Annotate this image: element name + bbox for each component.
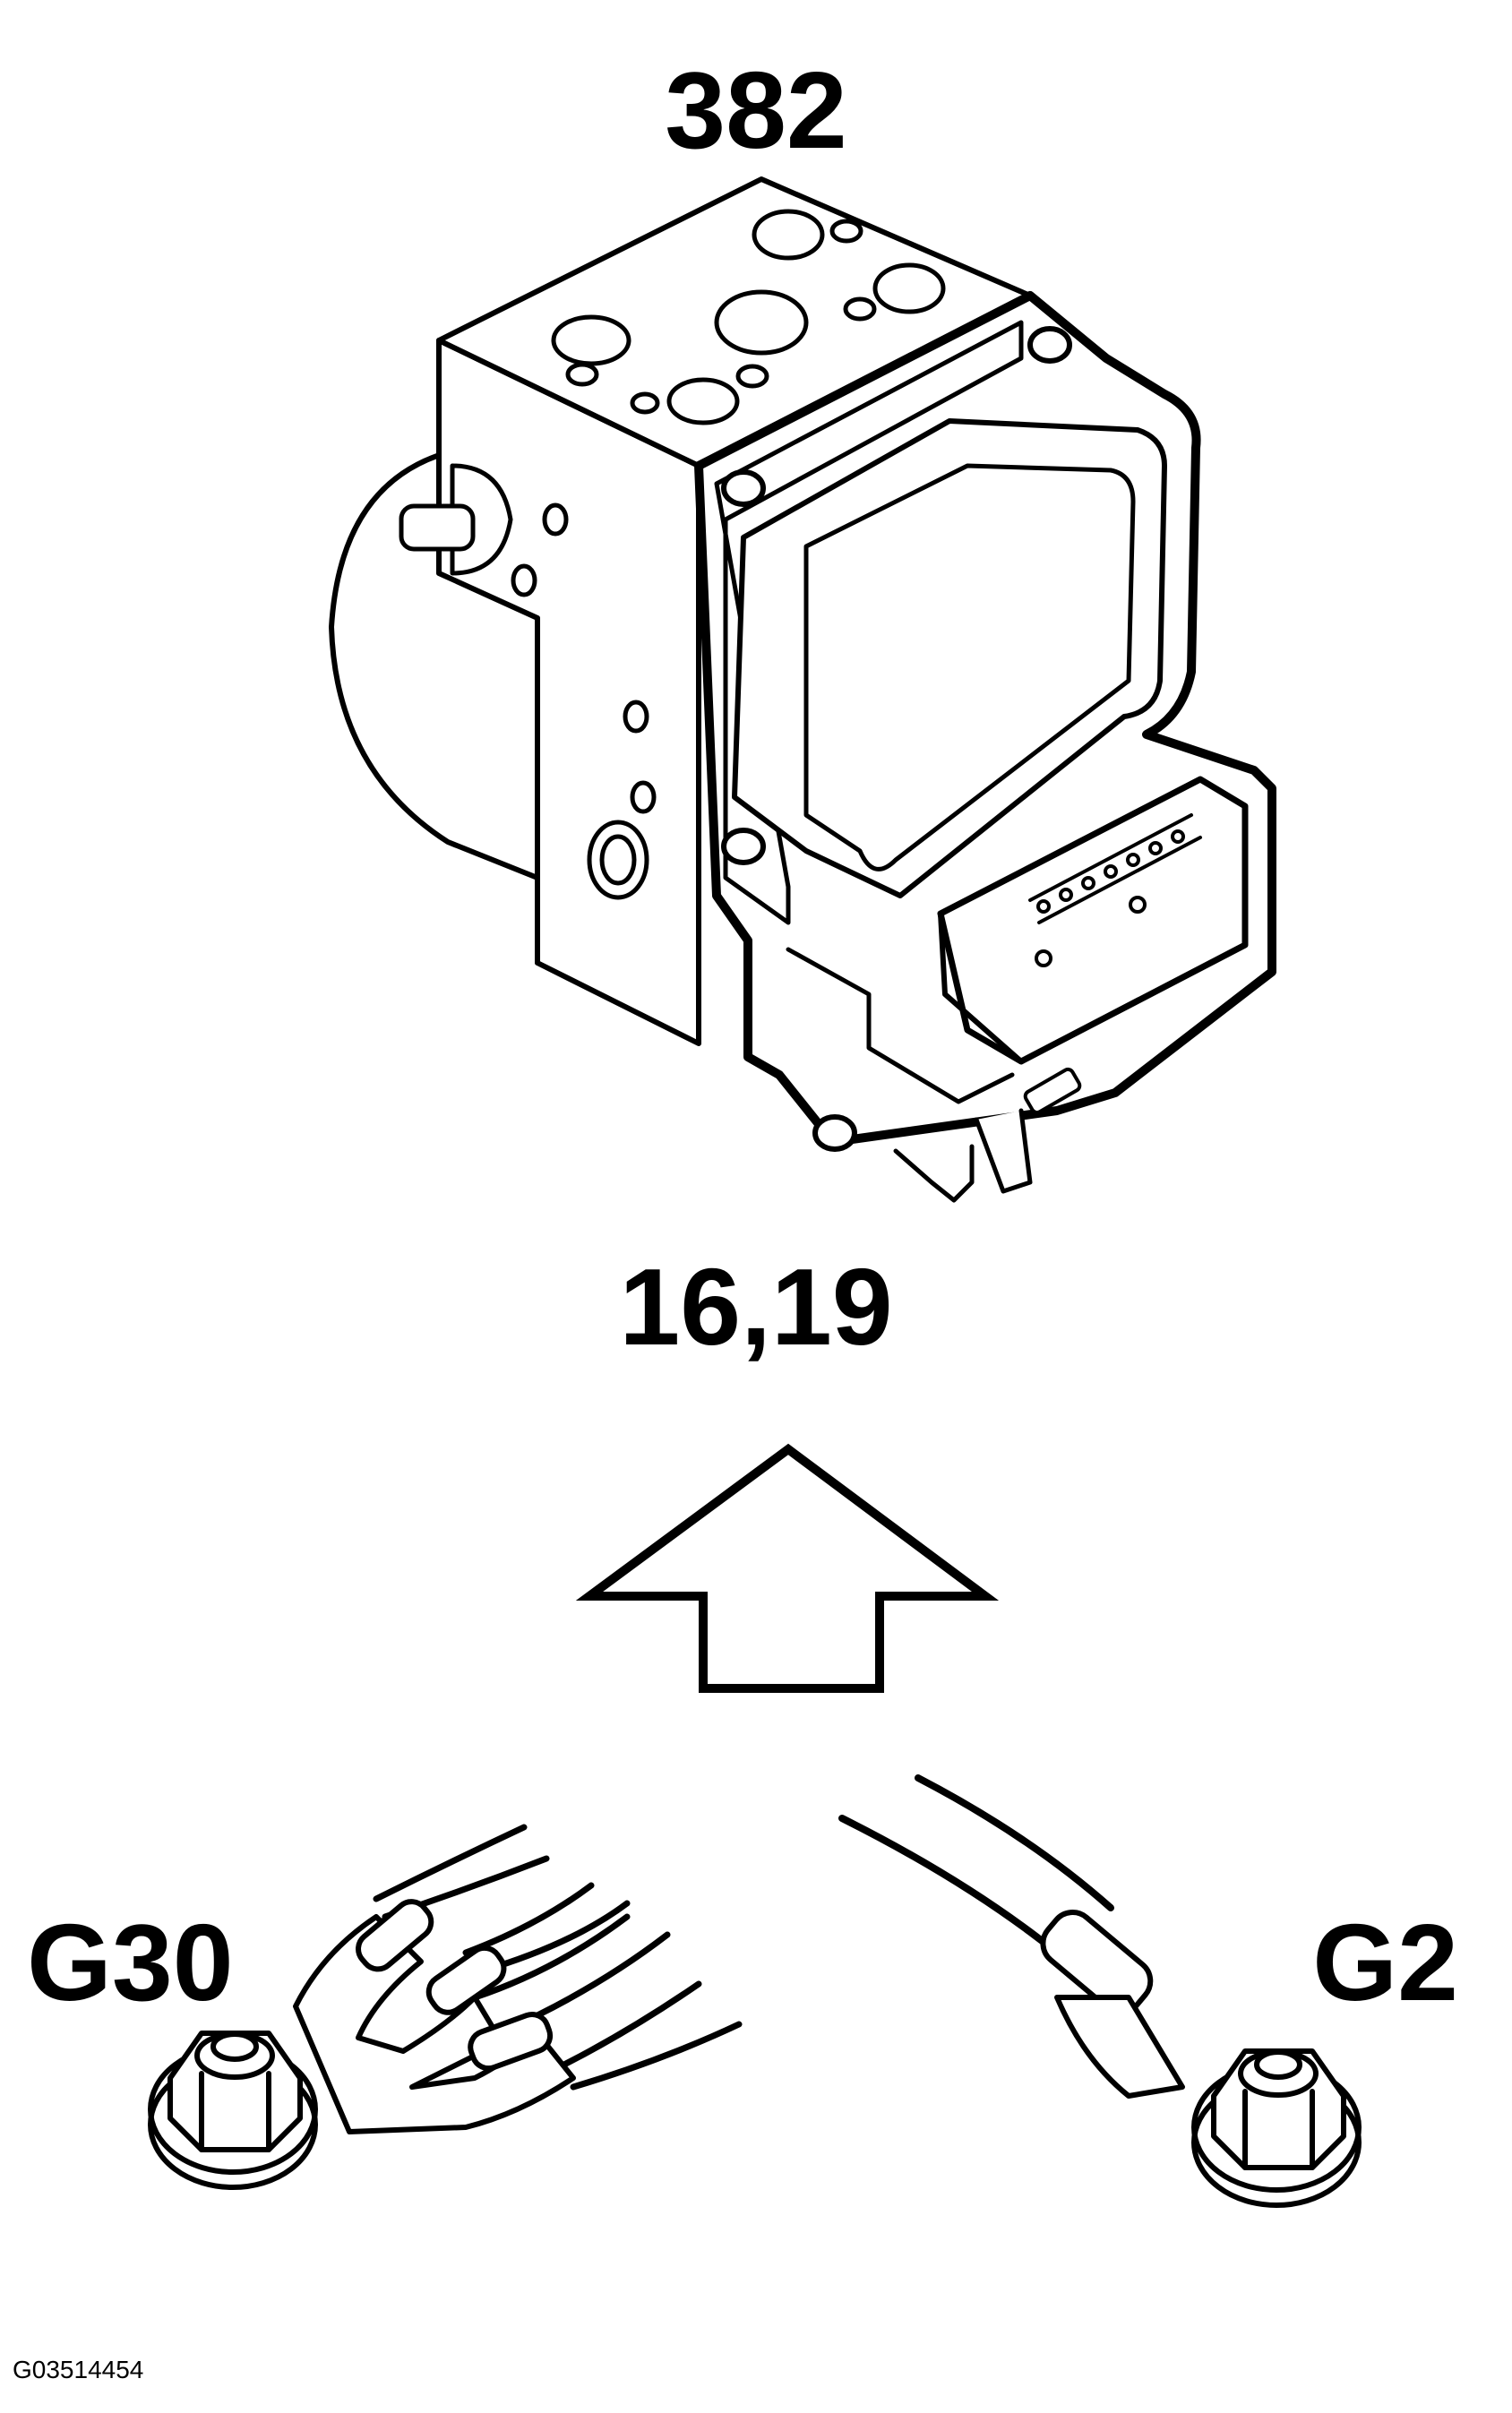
ground-g30-label: G30: [27, 1902, 234, 2023]
abs-hydraulic-unit-icon: [329, 176, 1276, 1203]
ground-g2-label: G2: [1312, 1902, 1458, 2023]
ground-terminal-single-wire-icon: [838, 1774, 1362, 2208]
step-reference-label: 16,19: [619, 1246, 893, 1368]
figure-code-label: G03514454: [13, 2356, 144, 2383]
module-reference-label: 382: [665, 49, 847, 171]
up-arrow-icon: [575, 1443, 1000, 1693]
ground-terminal-multi-wire-icon: [148, 1824, 743, 2190]
